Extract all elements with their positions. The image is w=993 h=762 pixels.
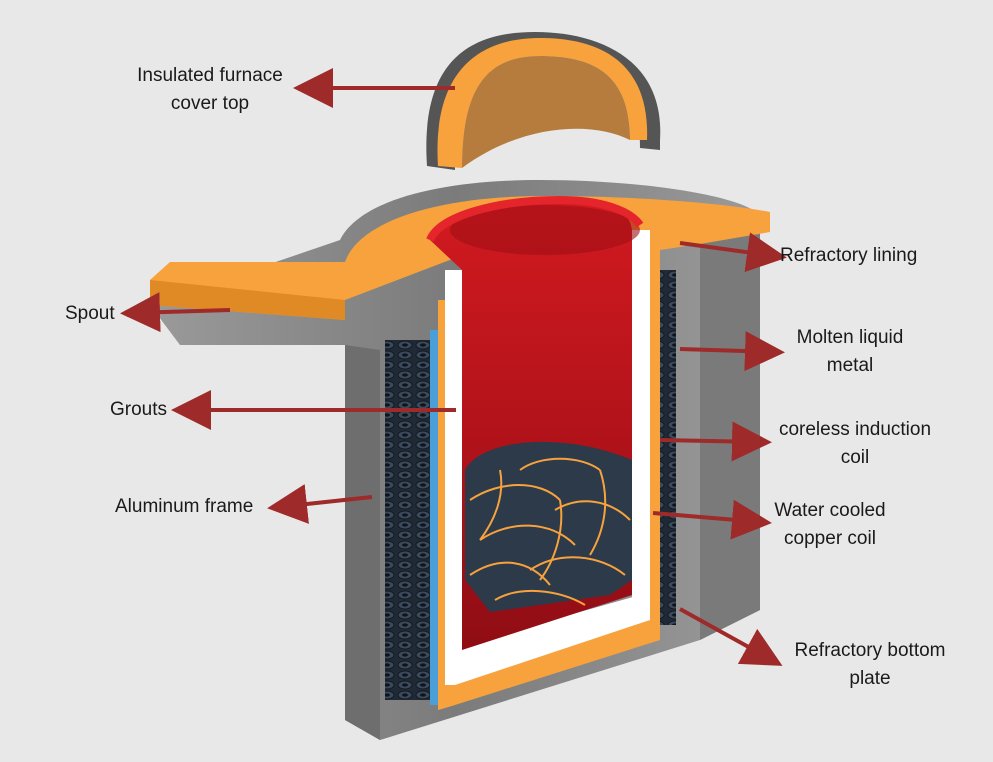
label-molten-liquid-metal: Molten liquid metal bbox=[796, 327, 904, 376]
arrow-water bbox=[652, 499, 772, 540]
label-grouts: Grouts bbox=[110, 399, 168, 420]
arrow-molten bbox=[679, 331, 785, 372]
arrow-frame bbox=[267, 484, 373, 524]
arrow-bottom bbox=[679, 607, 783, 666]
label-spout: Spout bbox=[65, 303, 115, 324]
crucible-rim bbox=[426, 195, 644, 242]
arrow-lining bbox=[679, 232, 787, 273]
label-water-cooled-copper-coil: Water cooled copper coil bbox=[774, 500, 886, 549]
label-coreless-induction-coil: coreless induction coil bbox=[778, 419, 932, 468]
arrow-spout bbox=[120, 292, 231, 333]
label-insulated-furnace-cover: Insulated furnace cover top bbox=[137, 65, 283, 114]
grout-layer bbox=[445, 230, 650, 685]
furnace-cover bbox=[426, 32, 661, 170]
label-aluminum-frame: Aluminum frame bbox=[115, 496, 254, 517]
label-refractory-lining: Refractory lining bbox=[780, 245, 918, 266]
arrow-coreless bbox=[659, 421, 772, 462]
molten-metal bbox=[430, 200, 640, 650]
label-refractory-bottom-plate: Refractory bottom plate bbox=[794, 640, 946, 689]
annotation-arrows bbox=[120, 68, 787, 666]
